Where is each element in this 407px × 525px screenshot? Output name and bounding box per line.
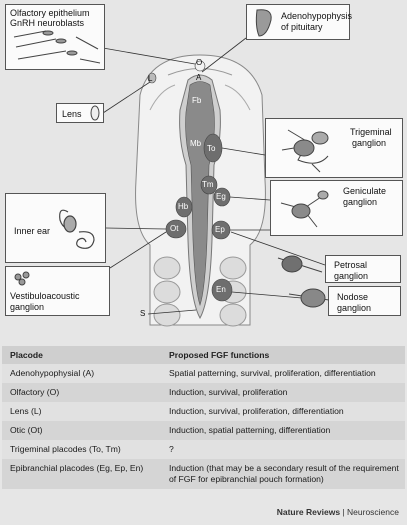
function-cell: Spatial patterning, survival, proliferat…	[161, 364, 405, 383]
callout-lens: Lens	[56, 103, 104, 123]
marker-Eg: Eg	[216, 192, 226, 201]
header-functions: Proposed FGF functions	[161, 346, 405, 364]
vestibuloacoustic-label-1: Vestibuloacoustic	[10, 291, 80, 301]
function-cell: Induction, survival, proliferation	[161, 383, 405, 402]
function-cell: Induction, spatial patterning, different…	[161, 421, 405, 440]
placode-diagram: Olfactory epithelium GnRH neuroblasts Ad…	[5, 4, 403, 327]
olfactory-label-2: GnRH neuroblasts	[10, 18, 85, 28]
placode-cell: Olfactory (O)	[2, 383, 161, 402]
table-row: Epibranchial placodes (Eg, Ep, En) Induc…	[2, 459, 405, 489]
geniculate-label-2: ganglion	[343, 197, 378, 207]
geniculate-ganglion-icon	[280, 190, 329, 228]
marker-O: O	[196, 58, 203, 67]
callout-vestibuloacoustic: Vestibuloacoustic ganglion	[5, 266, 110, 316]
marker-Tm: Tm	[202, 180, 214, 189]
function-cell: ?	[161, 440, 405, 459]
adenohypophysis-label-2: of pituitary	[281, 22, 323, 32]
table-row: Lens (L) Induction, survival, proliferat…	[2, 402, 405, 421]
trigeminal-label-2: ganglion	[352, 138, 387, 148]
journal-credit: Nature Reviews | Neuroscience	[277, 507, 399, 517]
olfactory-neuroblasts-icon	[13, 30, 101, 64]
placode-cell: Adenohypophysial (A)	[2, 364, 161, 383]
trigeminal-ganglion-icon	[281, 129, 329, 173]
petrosal-ganglion-icon	[277, 255, 323, 273]
marker-Ot: Ot	[170, 224, 179, 233]
marker-Mb: Mb	[190, 139, 202, 148]
callout-geniculate: Geniculate ganglion	[270, 180, 403, 236]
placode-cell: Epibranchial placodes (Eg, Ep, En)	[2, 459, 161, 489]
journal-section: Neuroscience	[347, 507, 399, 517]
table-row: Trigeminal placodes (To, Tm) ?	[2, 440, 405, 459]
fgf-functions-table: Placode Proposed FGF functions Adenohypo…	[2, 346, 405, 498]
header-placode: Placode	[2, 346, 161, 364]
nodose-ganglion-icon	[288, 288, 330, 308]
table-row: Olfactory (O) Induction, survival, proli…	[2, 383, 405, 402]
inner-ear-icon	[59, 209, 95, 249]
function-cell: Induction, survival, proliferation, diff…	[161, 402, 405, 421]
function-cell: Induction (that may be a secondary resul…	[161, 459, 405, 489]
journal-name: Nature Reviews	[276, 507, 341, 517]
marker-To: To	[207, 144, 216, 153]
petrosal-label-2: ganglion	[334, 271, 369, 281]
callout-nodose: Nodose ganglion	[328, 286, 401, 316]
marker-S: S	[140, 309, 146, 318]
table-row: Otic (Ot) Induction, spatial patterning,…	[2, 421, 405, 440]
geniculate-label-1: Geniculate	[343, 186, 387, 196]
nodose-label-2: ganglion	[337, 303, 372, 313]
table-row: Adenohypophysial (A) Spatial patterning,…	[2, 364, 405, 383]
nodose-label-1: Nodose	[337, 292, 369, 302]
placode-cell: Trigeminal placodes (To, Tm)	[2, 440, 161, 459]
embryo-illustration	[102, 37, 326, 327]
vestibuloacoustic-label-2: ganglion	[10, 302, 45, 312]
marker-A: A	[196, 73, 202, 82]
marker-En: En	[216, 285, 226, 294]
petrosal-label-1: Petrosal	[334, 260, 368, 270]
marker-Hb: Hb	[178, 202, 189, 211]
placode-cell: Otic (Ot)	[2, 421, 161, 440]
lens-label: Lens	[62, 109, 82, 119]
inner-ear-label: Inner ear	[14, 226, 51, 236]
callout-olfactory: Olfactory epithelium GnRH neuroblasts	[5, 4, 105, 70]
pituitary-icon	[255, 9, 272, 37]
olfactory-label-1: Olfactory epithelium	[10, 8, 90, 18]
callout-inner-ear: Inner ear	[5, 193, 106, 263]
callout-adenohypophysis: Adenohypophysis of pituitary	[246, 4, 353, 40]
credit-separator: |	[342, 507, 345, 517]
placode-cell: Lens (L)	[2, 402, 161, 421]
callout-petrosal: Petrosal ganglion	[325, 255, 401, 283]
marker-Ep: Ep	[215, 225, 225, 234]
adenohypophysis-label-1: Adenohypophysis	[281, 11, 353, 21]
trigeminal-label-1: Trigeminal	[350, 127, 392, 137]
table-header-row: Placode Proposed FGF functions	[2, 346, 405, 364]
marker-L: L	[148, 74, 153, 83]
callout-trigeminal: Trigeminal ganglion	[265, 118, 403, 178]
lens-icon	[90, 105, 100, 121]
marker-Fb: Fb	[192, 96, 202, 105]
vestibuloacoustic-ganglion-icon	[14, 271, 30, 286]
